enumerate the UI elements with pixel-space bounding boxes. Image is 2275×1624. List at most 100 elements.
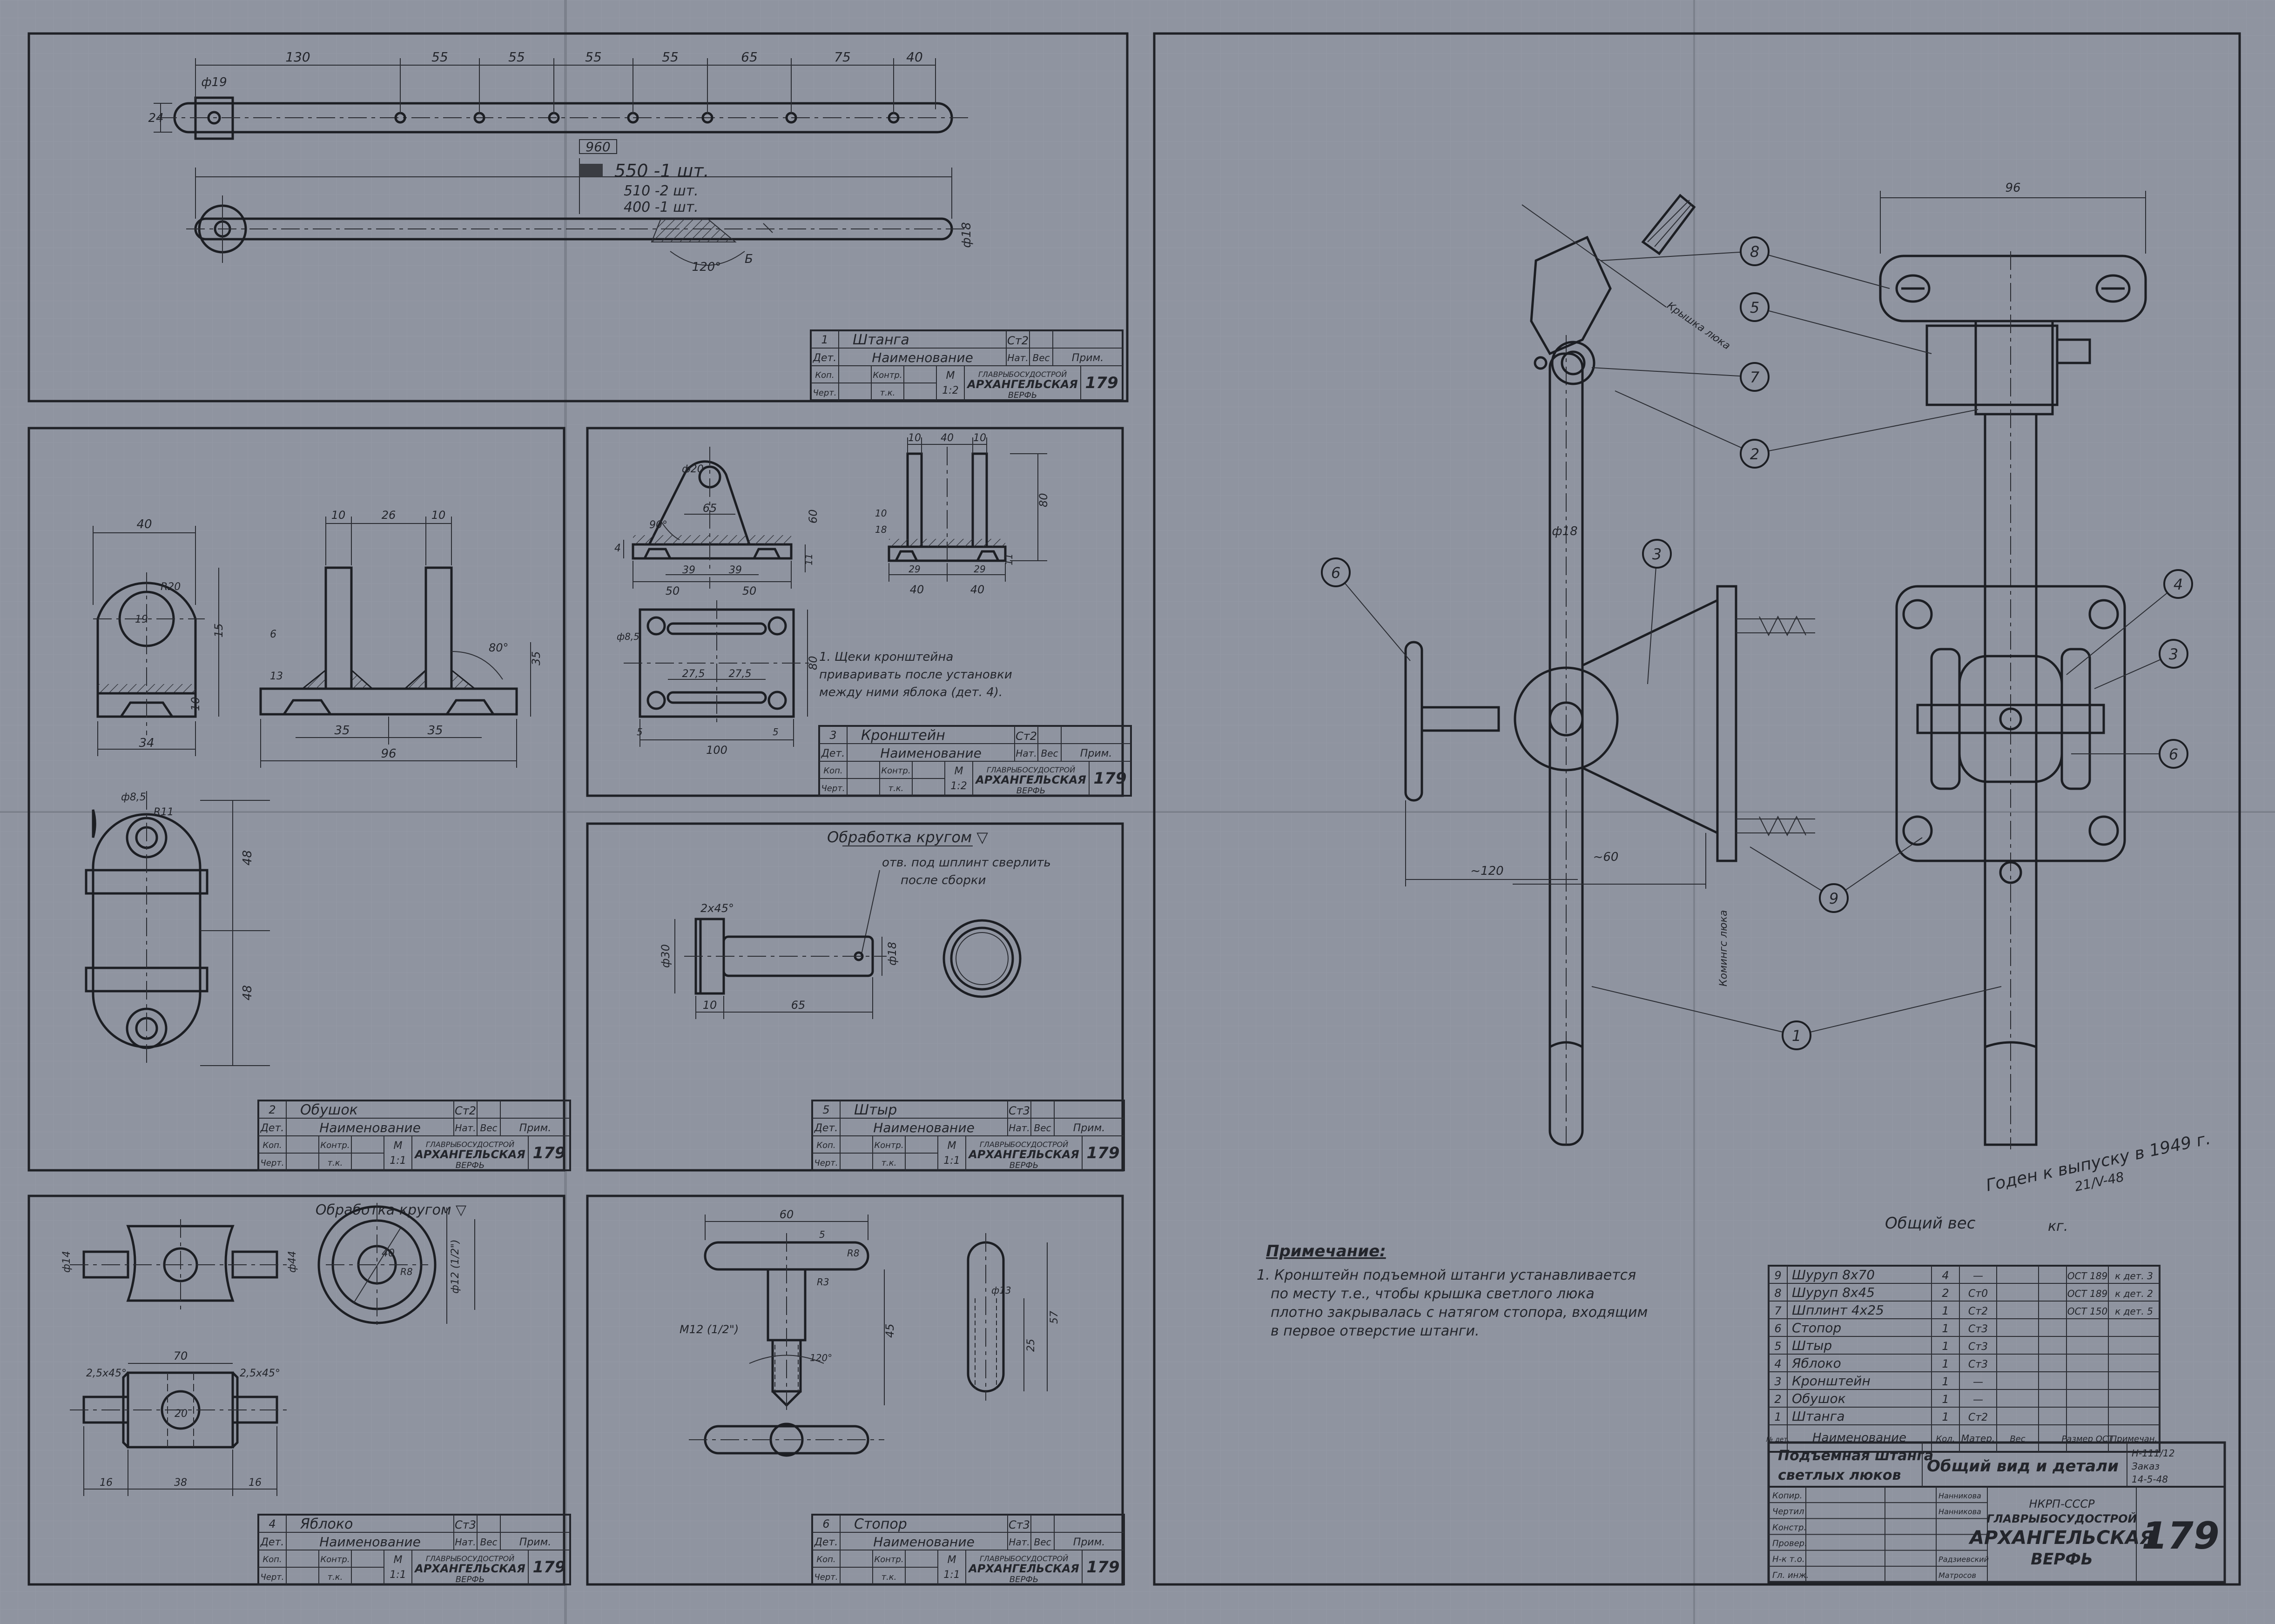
length-label: 960 bbox=[586, 139, 610, 154]
bom-pos: 4 bbox=[1774, 1357, 1781, 1370]
tb-label: Черт. bbox=[821, 784, 845, 793]
dim-text: ф18 bbox=[886, 942, 899, 966]
dim-text: 80° bbox=[489, 641, 509, 654]
balloon-number: 6 bbox=[2169, 745, 2178, 763]
part-material: Ст3 bbox=[1009, 1518, 1030, 1531]
dim-text: 55 bbox=[431, 49, 448, 65]
tb-label: Контр. bbox=[320, 1141, 350, 1150]
dim-text: 24 bbox=[148, 111, 163, 125]
tb-org: ВЕРФЬ bbox=[1010, 1575, 1038, 1584]
dim-text: 100 bbox=[706, 744, 727, 757]
bom-qty: 1 bbox=[1942, 1393, 1949, 1406]
bom-pos: 3 bbox=[1774, 1375, 1781, 1388]
notes-line: по месту т.е., чтобы крышка светлого люк… bbox=[1271, 1286, 1595, 1302]
length-label: 510 -2 шт. bbox=[624, 183, 699, 199]
title-code: Н-111/12 bbox=[2132, 1448, 2175, 1459]
balloon bbox=[1740, 236, 1770, 266]
bom-name: Штыр bbox=[1792, 1338, 1832, 1353]
tb-drawing-number: 179 bbox=[1087, 1144, 1120, 1162]
bom-qty: 1 bbox=[1942, 1357, 1949, 1370]
note-line: между ними яблока (дет. 4). bbox=[819, 685, 1003, 699]
balloon bbox=[1321, 557, 1351, 587]
dim-text: ф12 (1/2") bbox=[450, 1240, 461, 1294]
dim-text: 57 bbox=[1049, 1311, 1060, 1324]
dim-text: ф18 bbox=[960, 222, 974, 248]
tb-label: М bbox=[946, 370, 955, 382]
tb-label: Нат. bbox=[1009, 1122, 1030, 1134]
tb-label: Дет. bbox=[821, 748, 845, 759]
dim-text: 35 bbox=[427, 724, 443, 738]
balloon bbox=[2163, 569, 2193, 599]
title-role: Чертил bbox=[1772, 1507, 1804, 1517]
title-zakaz: Заказ bbox=[2132, 1461, 2160, 1472]
part-material: Ст3 bbox=[455, 1518, 476, 1531]
part-number: 6 bbox=[822, 1517, 829, 1530]
bom-material: — bbox=[1973, 1376, 1983, 1388]
balloon bbox=[1782, 1020, 1811, 1050]
tb-label: Наименование bbox=[872, 350, 973, 365]
tb-label: Наименование bbox=[873, 1534, 975, 1550]
dim-text: 10 bbox=[973, 432, 986, 444]
notes-heading: Примечание: bbox=[1266, 1242, 1386, 1261]
obushok-side-view bbox=[259, 517, 531, 768]
bom-material: Ст3 bbox=[1968, 1323, 1988, 1335]
dim-text: ф30 bbox=[659, 944, 672, 968]
dim-text: 11 bbox=[1003, 554, 1015, 565]
dim-text: ф13 bbox=[991, 1285, 1011, 1296]
part-name: Стопор bbox=[854, 1516, 907, 1532]
bom-qty: 1 bbox=[1942, 1410, 1949, 1423]
title-signer: Нанникова bbox=[1938, 1507, 1981, 1516]
tb-label: Вес bbox=[1032, 352, 1050, 363]
tb-org: АРХАНГЕЛЬСКАЯ bbox=[414, 1148, 525, 1161]
yabloko-finish-label: Обработка кругом ▽ bbox=[316, 1202, 466, 1218]
stopor-views: 60 5 R8 R3 M12 (1/2") 120° 45 ф13 25 57 bbox=[680, 1208, 1060, 1457]
dim-text: 40 bbox=[910, 583, 924, 596]
balloon bbox=[1740, 292, 1770, 322]
title-name: светлых люков bbox=[1778, 1467, 1901, 1483]
dim-text: 39 bbox=[682, 564, 695, 576]
part-material: Ст2 bbox=[1016, 730, 1037, 743]
dim-text: R3 bbox=[817, 1276, 829, 1288]
dim-text: 26 bbox=[382, 509, 396, 522]
dim-text: 40 bbox=[136, 517, 152, 531]
dim-text: 40 bbox=[970, 583, 985, 596]
tb-label: Прим. bbox=[1080, 748, 1112, 759]
bom-qty: 1 bbox=[1942, 1340, 1949, 1353]
bom-note: к дет. 5 bbox=[2115, 1306, 2153, 1317]
tb-label: Коп. bbox=[262, 1141, 282, 1150]
part-scale: 1:1 bbox=[390, 1155, 406, 1167]
tb-org: ГЛАВРЫБОСУДОСТРОЙ bbox=[426, 1554, 514, 1563]
balloon bbox=[1740, 362, 1770, 392]
tb-label: Наименование bbox=[880, 745, 982, 761]
tb-label: М bbox=[948, 1554, 956, 1566]
bom-standard: ОСТ 150 bbox=[2067, 1306, 2107, 1317]
part-number: 3 bbox=[829, 729, 836, 742]
obushok-dims: 40 10 26 10 R20 19 15 10 34 35 35 96 6 1… bbox=[135, 509, 543, 761]
tb-label: Нат. bbox=[1009, 1537, 1030, 1548]
tb-label: Коп. bbox=[815, 370, 834, 380]
dim-text: 96 bbox=[2005, 181, 2020, 195]
tb-org: ГЛАВРЫБОСУДОСТРОЙ bbox=[987, 765, 1075, 774]
dim-text: 45 bbox=[883, 1323, 896, 1338]
kronshtein-side-view bbox=[888, 437, 1047, 582]
bom-name: Шуруп 8x45 bbox=[1792, 1285, 1875, 1300]
dim-text: 96 bbox=[381, 747, 396, 761]
title-org: ГЛАВРЫБОСУДОСТРОЙ bbox=[1986, 1512, 2137, 1525]
part-name: Штанга bbox=[853, 332, 909, 348]
balloon bbox=[1740, 439, 1770, 469]
tb-label: Дет. bbox=[814, 1122, 838, 1134]
balloon-number: 2 bbox=[1750, 445, 1759, 463]
length-label: 550 -1 шт. bbox=[614, 161, 709, 181]
dim-text: 10 bbox=[431, 509, 446, 522]
bom-pos: 1 bbox=[1774, 1410, 1781, 1423]
dim-text: R8 bbox=[400, 1266, 413, 1277]
dim-text: 120° bbox=[692, 260, 721, 274]
dim-text: 50 bbox=[666, 584, 680, 597]
tb-org: ГЛАВРЫБОСУДОСТРОЙ bbox=[978, 370, 1067, 379]
title-role: Гл. инж. bbox=[1772, 1570, 1809, 1580]
bom-material: Ст3 bbox=[1968, 1341, 1988, 1353]
